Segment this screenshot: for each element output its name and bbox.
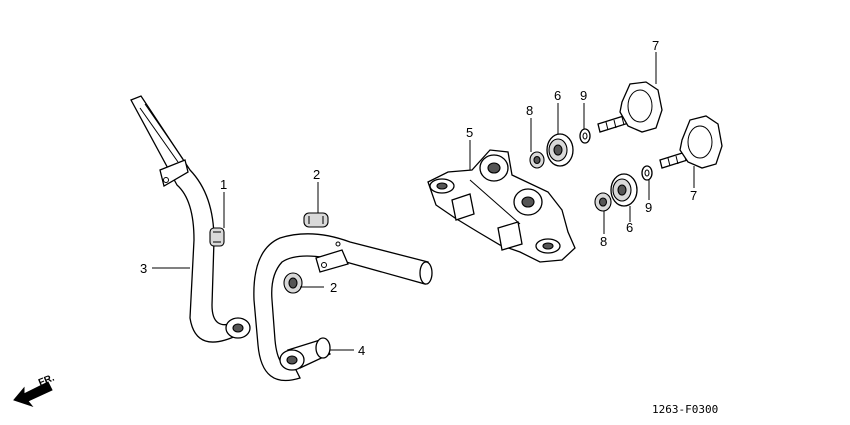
callout-5: 5 bbox=[466, 125, 473, 140]
callout-7-upper: 7 bbox=[652, 38, 659, 53]
bolt-7-lower bbox=[659, 115, 723, 169]
washer-6-upper bbox=[546, 133, 574, 167]
washer-9-upper bbox=[579, 128, 591, 144]
callout-2-lower: 2 bbox=[330, 280, 337, 295]
callout-6-upper: 6 bbox=[554, 88, 561, 103]
handle-bar-right bbox=[253, 233, 433, 382]
arrow-down-left-icon bbox=[13, 381, 53, 408]
handle-bar-left bbox=[130, 95, 251, 343]
washer-9-lower bbox=[641, 165, 653, 181]
callout-2-upper: 2 bbox=[313, 167, 320, 182]
callout-4: 4 bbox=[358, 343, 365, 358]
direction-label: FR. bbox=[37, 372, 56, 388]
washer-6-lower bbox=[610, 173, 638, 207]
callout-8-lower: 8 bbox=[600, 234, 607, 249]
diagram-code: 1263-F0300 bbox=[652, 403, 718, 416]
callout-9-lower: 9 bbox=[645, 200, 652, 215]
callout-8-upper: 8 bbox=[526, 103, 533, 118]
grommet-2-upper bbox=[303, 212, 329, 228]
nut-8-lower bbox=[594, 192, 612, 212]
callout-9-upper: 9 bbox=[580, 88, 587, 103]
grommet-2-lower bbox=[283, 272, 303, 294]
bolt-7-upper bbox=[597, 81, 663, 133]
nut-8-upper bbox=[529, 151, 545, 169]
leader-lines bbox=[152, 52, 695, 351]
grommet-1 bbox=[209, 227, 225, 247]
handle-holder bbox=[427, 149, 576, 263]
callout-3: 3 bbox=[140, 261, 147, 276]
callout-1: 1 bbox=[220, 177, 227, 192]
callout-6-lower: 6 bbox=[626, 220, 633, 235]
callout-7-lower: 7 bbox=[690, 188, 697, 203]
